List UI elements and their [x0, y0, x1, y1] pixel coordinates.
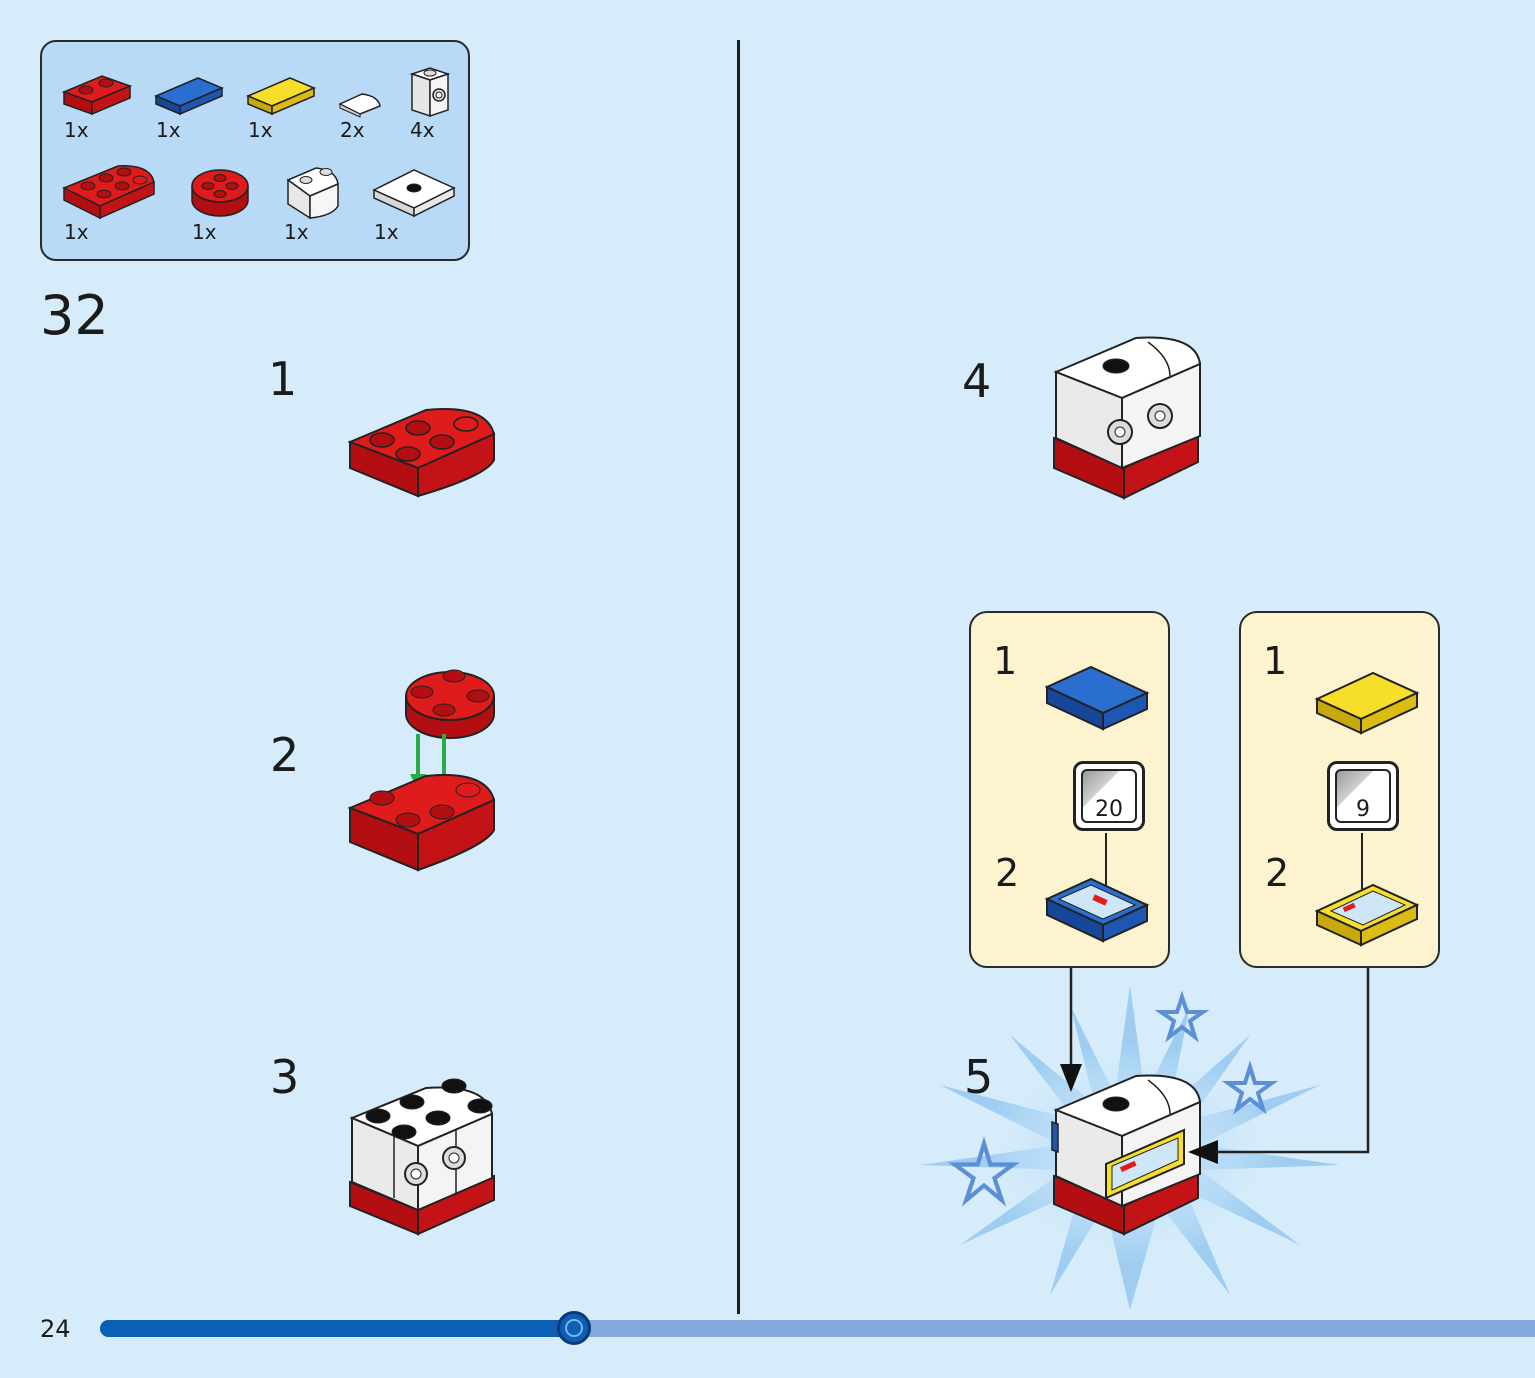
substep-label: 3 [270, 1050, 300, 1104]
callout-arrow-blue [1060, 968, 1090, 1098]
substep-label: 1 [268, 352, 298, 406]
sticker-pointer [1361, 833, 1363, 889]
white-jumper-plate-icon [370, 162, 456, 220]
white-brick-stud-side-icon [408, 64, 452, 120]
sticker-callout-blue: 1 20 2 [969, 611, 1170, 968]
callout-step-label: 1 [993, 639, 1018, 683]
white-top-assembly-model [1050, 330, 1204, 506]
progress-knob [557, 1311, 591, 1345]
blue-tile-1x2-icon [154, 74, 224, 118]
part-qty: 1x [156, 118, 181, 142]
round-plate-attach-model [346, 662, 498, 878]
progress-fill [100, 1320, 574, 1337]
white-quarter-tile-icon [338, 90, 384, 118]
page-number: 24 [40, 1315, 71, 1343]
sticker-number: 20 [1095, 797, 1123, 822]
yellow-tile-with-sticker-model [1313, 875, 1421, 951]
sticker-pointer [1105, 833, 1107, 889]
yellow-tile-model [1313, 663, 1421, 739]
part-qty: 1x [284, 220, 309, 244]
red-round-plate-icon [188, 164, 252, 222]
sticker-callout-yellow: 1 9 2 [1239, 611, 1440, 968]
part-qty: 1x [248, 118, 273, 142]
callout-step-label: 2 [995, 851, 1020, 895]
step-number: 32 [40, 284, 109, 347]
red-plate-1x2-icon [62, 70, 132, 116]
yellow-tile-1x2-icon [246, 74, 316, 118]
callout-step-label: 2 [1265, 851, 1290, 895]
blue-tile-model [1043, 663, 1151, 739]
column-divider [737, 40, 740, 1314]
sticker-number: 9 [1356, 797, 1370, 822]
sticker-sheet-icon: 9 [1327, 761, 1399, 831]
part-qty: 1x [374, 220, 399, 244]
finished-model-with-stickers [1050, 1068, 1204, 1244]
parts-list-box: 1x 1x 1x 2x 4x [40, 40, 470, 261]
part-qty: 1x [64, 118, 89, 142]
white-curved-brick-icon [282, 160, 342, 222]
substep-label: 4 [962, 354, 992, 408]
white-bricks-stacked-model [346, 1074, 498, 1242]
part-qty: 1x [192, 220, 217, 244]
sticker-sheet-icon: 20 [1073, 761, 1145, 831]
blue-tile-with-sticker-model [1043, 875, 1151, 951]
red-rounded-plate-model [346, 400, 498, 504]
callout-arrow-yellow [1186, 968, 1372, 1172]
red-rounded-plate-icon [60, 154, 160, 222]
substep-label: 2 [270, 728, 300, 782]
part-qty: 1x [64, 220, 89, 244]
callout-step-label: 1 [1263, 639, 1288, 683]
part-qty: 2x [340, 118, 365, 142]
part-qty: 4x [410, 118, 435, 142]
